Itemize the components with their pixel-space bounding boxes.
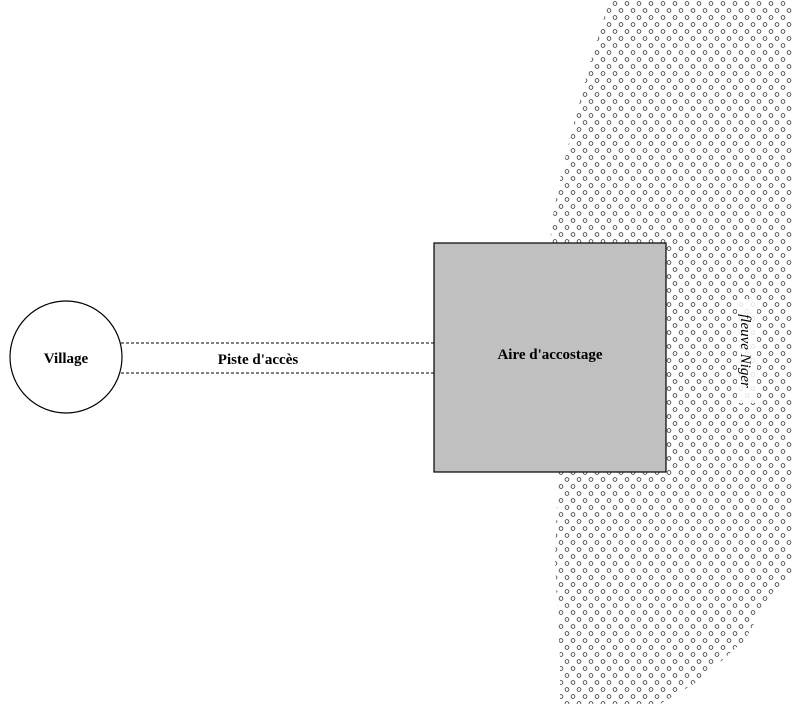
river-label: fleuve Niger	[737, 314, 753, 388]
village-label: Village	[44, 351, 89, 367]
river-label-group: fleuve Niger	[737, 299, 757, 403]
village-circle	[9, 300, 123, 414]
access-road-label: Piste d'accès	[218, 352, 299, 368]
landing-node: Aire d'accostage	[433, 242, 667, 473]
village-node: Village	[9, 300, 123, 414]
access-road: Piste d'accès	[121, 342, 434, 374]
landing-label: Aire d'accostage	[497, 347, 602, 363]
river-label-backdrop	[737, 299, 757, 403]
landing-box	[433, 242, 667, 473]
